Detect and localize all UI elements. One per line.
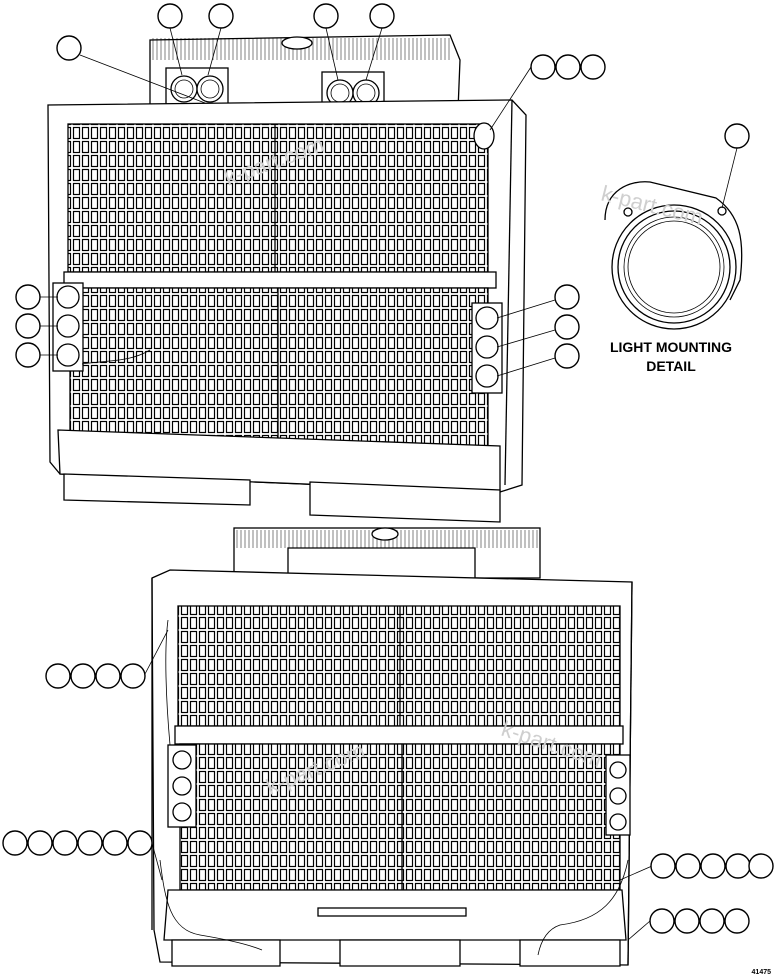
callout-balloon [725,853,751,879]
callout-balloon [748,853,774,879]
callout-balloon [369,3,395,29]
callout-balloon [580,54,606,80]
callout-balloon [649,908,675,934]
callout-balloon [208,3,234,29]
callout-balloon [15,342,41,368]
figure-number: 41475 [751,969,771,976]
callout-balloon [52,830,78,856]
leader-lines [40,27,738,941]
callout-balloon [554,284,580,310]
callout-balloon [699,908,725,934]
callout-balloon [555,54,581,80]
callout-balloon [127,830,153,856]
detail-caption: LIGHT MOUNTING DETAIL [586,338,756,376]
callout-balloon [95,663,121,689]
callout-balloon [120,663,146,689]
callout-balloon [102,830,128,856]
detail-caption-line2: DETAIL [646,358,696,374]
callout-balloon [157,3,183,29]
callout-balloon [2,830,28,856]
callout-balloon [674,908,700,934]
callout-balloon [650,853,676,879]
callout-balloon [70,663,96,689]
light-mounting-detail [604,181,743,330]
callout-balloon [724,123,750,149]
callout-balloon [313,3,339,29]
callout-balloon [675,853,701,879]
callout-balloon [15,313,41,339]
front-radiator-view [47,34,527,523]
callout-balloon [554,343,580,369]
callout-balloon [27,830,53,856]
callout-balloon [724,908,750,934]
callout-balloon [530,54,556,80]
callout-balloon [700,853,726,879]
callout-balloon [554,314,580,340]
watermark-2: k-part.com [599,181,706,230]
callout-balloon [56,35,82,61]
callout-balloon [15,284,41,310]
callout-balloon [45,663,71,689]
callout-balloon [77,830,103,856]
callouts [2,3,774,934]
rear-radiator-view [151,527,633,967]
detail-caption-line1: LIGHT MOUNTING [609,339,733,355]
